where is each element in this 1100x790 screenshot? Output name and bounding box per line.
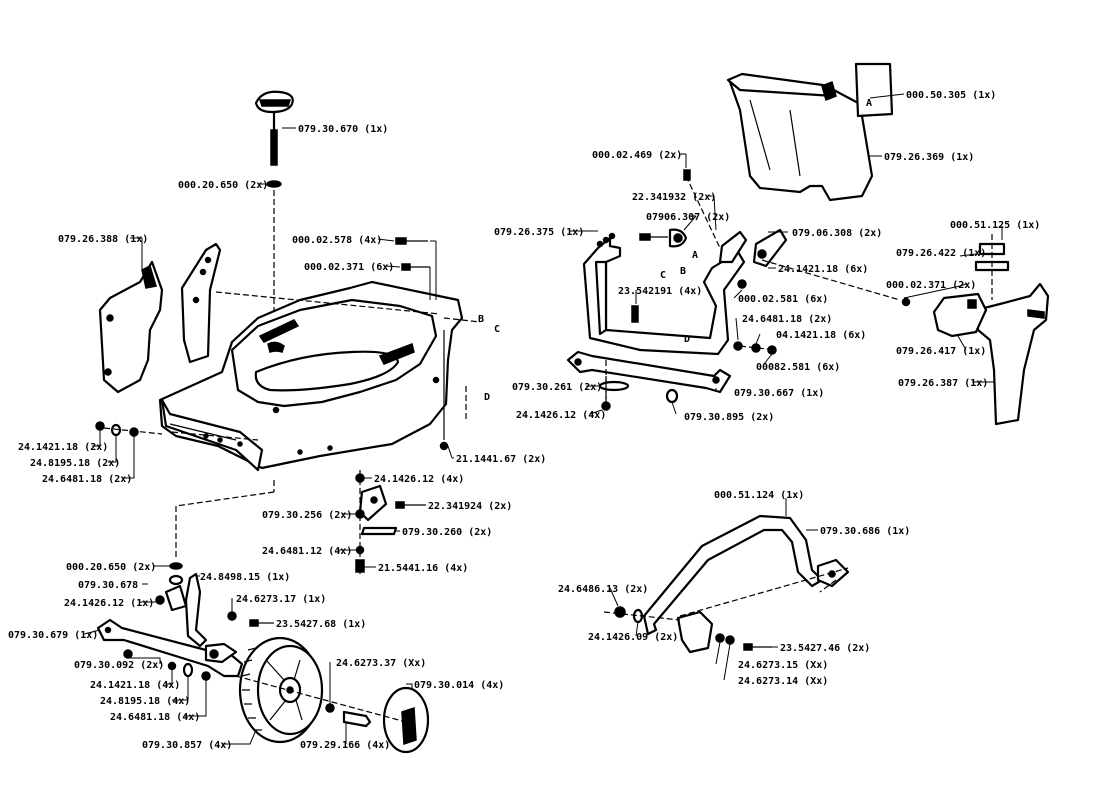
small-bolt [227,611,274,627]
label-frame-nut: 24.1421.18 (6x) [778,264,868,275]
label-frame-bolt: 22.341932 (2x) [632,192,716,203]
sticker [854,62,894,118]
label-nut-axle: 24.1426.12 (1x) [64,598,154,609]
label-frame-hinge: 079.06.308 (2x) [792,228,882,239]
label-screw-2: 000.02.371 (6x) [304,262,394,273]
screw-group-housing [395,237,430,271]
label-washer-axle-2: 24.8195.18 (4x) [100,696,190,707]
label-clip-2: 079.26.422 (1x) [896,248,986,259]
handle-lower-bracket [614,606,772,654]
label-axle-part: 079.30.092 (2x) [74,660,164,671]
marker-d2: D [684,334,690,345]
label-side-flap-right: 079.26.387 (1x) [898,378,988,389]
label-wheel-washer: 24.6273.37 (Xx) [336,658,426,669]
label-frame-part: 07906.307 (2x) [646,212,730,223]
label-bag-cover: 079.26.369 (1x) [884,152,974,163]
label-lever-part: 079.30.678 [78,580,138,591]
mower-housing [158,280,464,472]
label-wheel: 079.30.857 (4x) [142,740,232,751]
cross-rod [566,350,732,394]
washer-stack-left [95,421,139,437]
label-handle-washer-2: 24.6273.15 (Xx) [738,660,828,671]
label-handle: 000.51.124 (1x) [714,490,804,501]
label-handle-washer: 24.6486.13 (2x) [558,584,648,595]
label-knob: 079.30.670 (1x) [298,124,388,135]
label-wheel-bolt: 079.29.166 (4x) [300,740,390,751]
wheel-bolt [325,703,372,728]
label-cross-rod: 079.30.667 (1x) [734,388,824,399]
label-screw-1: 000.02.578 (4x) [292,235,382,246]
label-nut-left: 24.1421.18 (2x) [18,442,108,453]
label-frame-cap-2: 00082.581 (6x) [756,362,840,373]
label-screw-bracket: 21.5441.16 (4x) [378,563,468,574]
marker-b2: B [680,266,686,277]
label-washer-bracket: 24.6481.12 (4x) [262,546,352,557]
marker-c1: C [494,324,500,335]
label-flap-screw: 000.02.371 (2x) [886,280,976,291]
label-flap-bracket: 079.26.417 (1x) [896,346,986,357]
label-axle-lever: 079.30.679 (1x) [8,630,98,641]
washer-top [266,180,282,188]
label-bolt-right: 21.1441.67 (2x) [456,454,546,465]
label-nut-axle-2: 24.1421.18 (4x) [90,680,180,691]
label-handle-washer-3: 24.6273.14 (Xx) [738,676,828,687]
label-washer-top: 000.20.650 (2x) [178,180,268,191]
grass-bag-cover [726,72,874,202]
label-washer-left-2: 24.6481.18 (2x) [42,474,132,485]
label-side-bracket: 079.30.256 (2x) [262,510,352,521]
lever-spring [155,572,208,648]
label-handle-end: 079.30.686 (1x) [820,526,910,537]
side-bracket [355,473,426,573]
washer-stack-axle [123,649,211,681]
label-washer-left: 24.8195.18 (2x) [30,458,120,469]
label-rod-nut: 24.1426.12 (4x) [516,410,606,421]
label-spring: 24.8498.15 (1x) [200,572,290,583]
label-frame: 079.26.375 (1x) [494,227,584,238]
bag-frame [582,232,746,356]
marker-d1: D [484,392,490,403]
label-washer-axle: 000.20.650 (2x) [66,562,156,573]
label-washer-small: 24.6273.17 (1x) [236,594,326,605]
label-bolt-small: 23.5427.68 (1x) [276,619,366,630]
label-handle-bolt: 23.5427.46 (2x) [780,643,870,654]
label-nut-bracket: 24.1426.12 (4x) [374,474,464,485]
marker-c2: C [660,270,666,281]
rear-wheel [238,636,324,744]
label-rod-washer: 079.30.895 (2x) [684,412,774,423]
axle-washer [168,562,184,586]
label-frame-washer: 24.6481.18 (2x) [742,314,832,325]
side-flap-left [98,260,164,394]
marker-a2: A [692,250,698,261]
marker-b1: B [478,314,484,325]
label-bolt-bracket: 22.341924 (2x) [428,501,512,512]
label-sticker: 000.50.305 (1x) [906,90,996,101]
hub-cap [382,686,430,754]
side-bolt-right [439,330,449,451]
axle-lever [96,618,244,678]
height-knob [254,90,294,166]
marker-a1: A [866,98,872,109]
side-flap-right [974,282,1050,426]
label-frame-screw-2: 23.542191 (4x) [618,286,702,297]
flap-bracket-right [901,292,988,338]
label-clip: 000.51.125 (1x) [950,220,1040,231]
rear-bracket [180,242,222,364]
label-rod-pin: 079.30.261 (2x) [512,382,602,393]
label-handle-nut: 24.1426.09 (2x) [588,632,678,643]
label-frame-screw: 000.02.469 (2x) [592,150,682,161]
label-hub-cap: 079.30.014 (4x) [414,680,504,691]
label-washer-axle-3: 24.6481.18 (4x) [110,712,200,723]
label-side-flap-left: 079.26.388 (1x) [58,234,148,245]
handle-bar [642,514,850,636]
label-frame-nut-2: 04.1421.18 (6x) [776,330,866,341]
label-plate: 079.30.260 (2x) [402,527,492,538]
label-frame-cap: 000.02.581 (6x) [738,294,828,305]
